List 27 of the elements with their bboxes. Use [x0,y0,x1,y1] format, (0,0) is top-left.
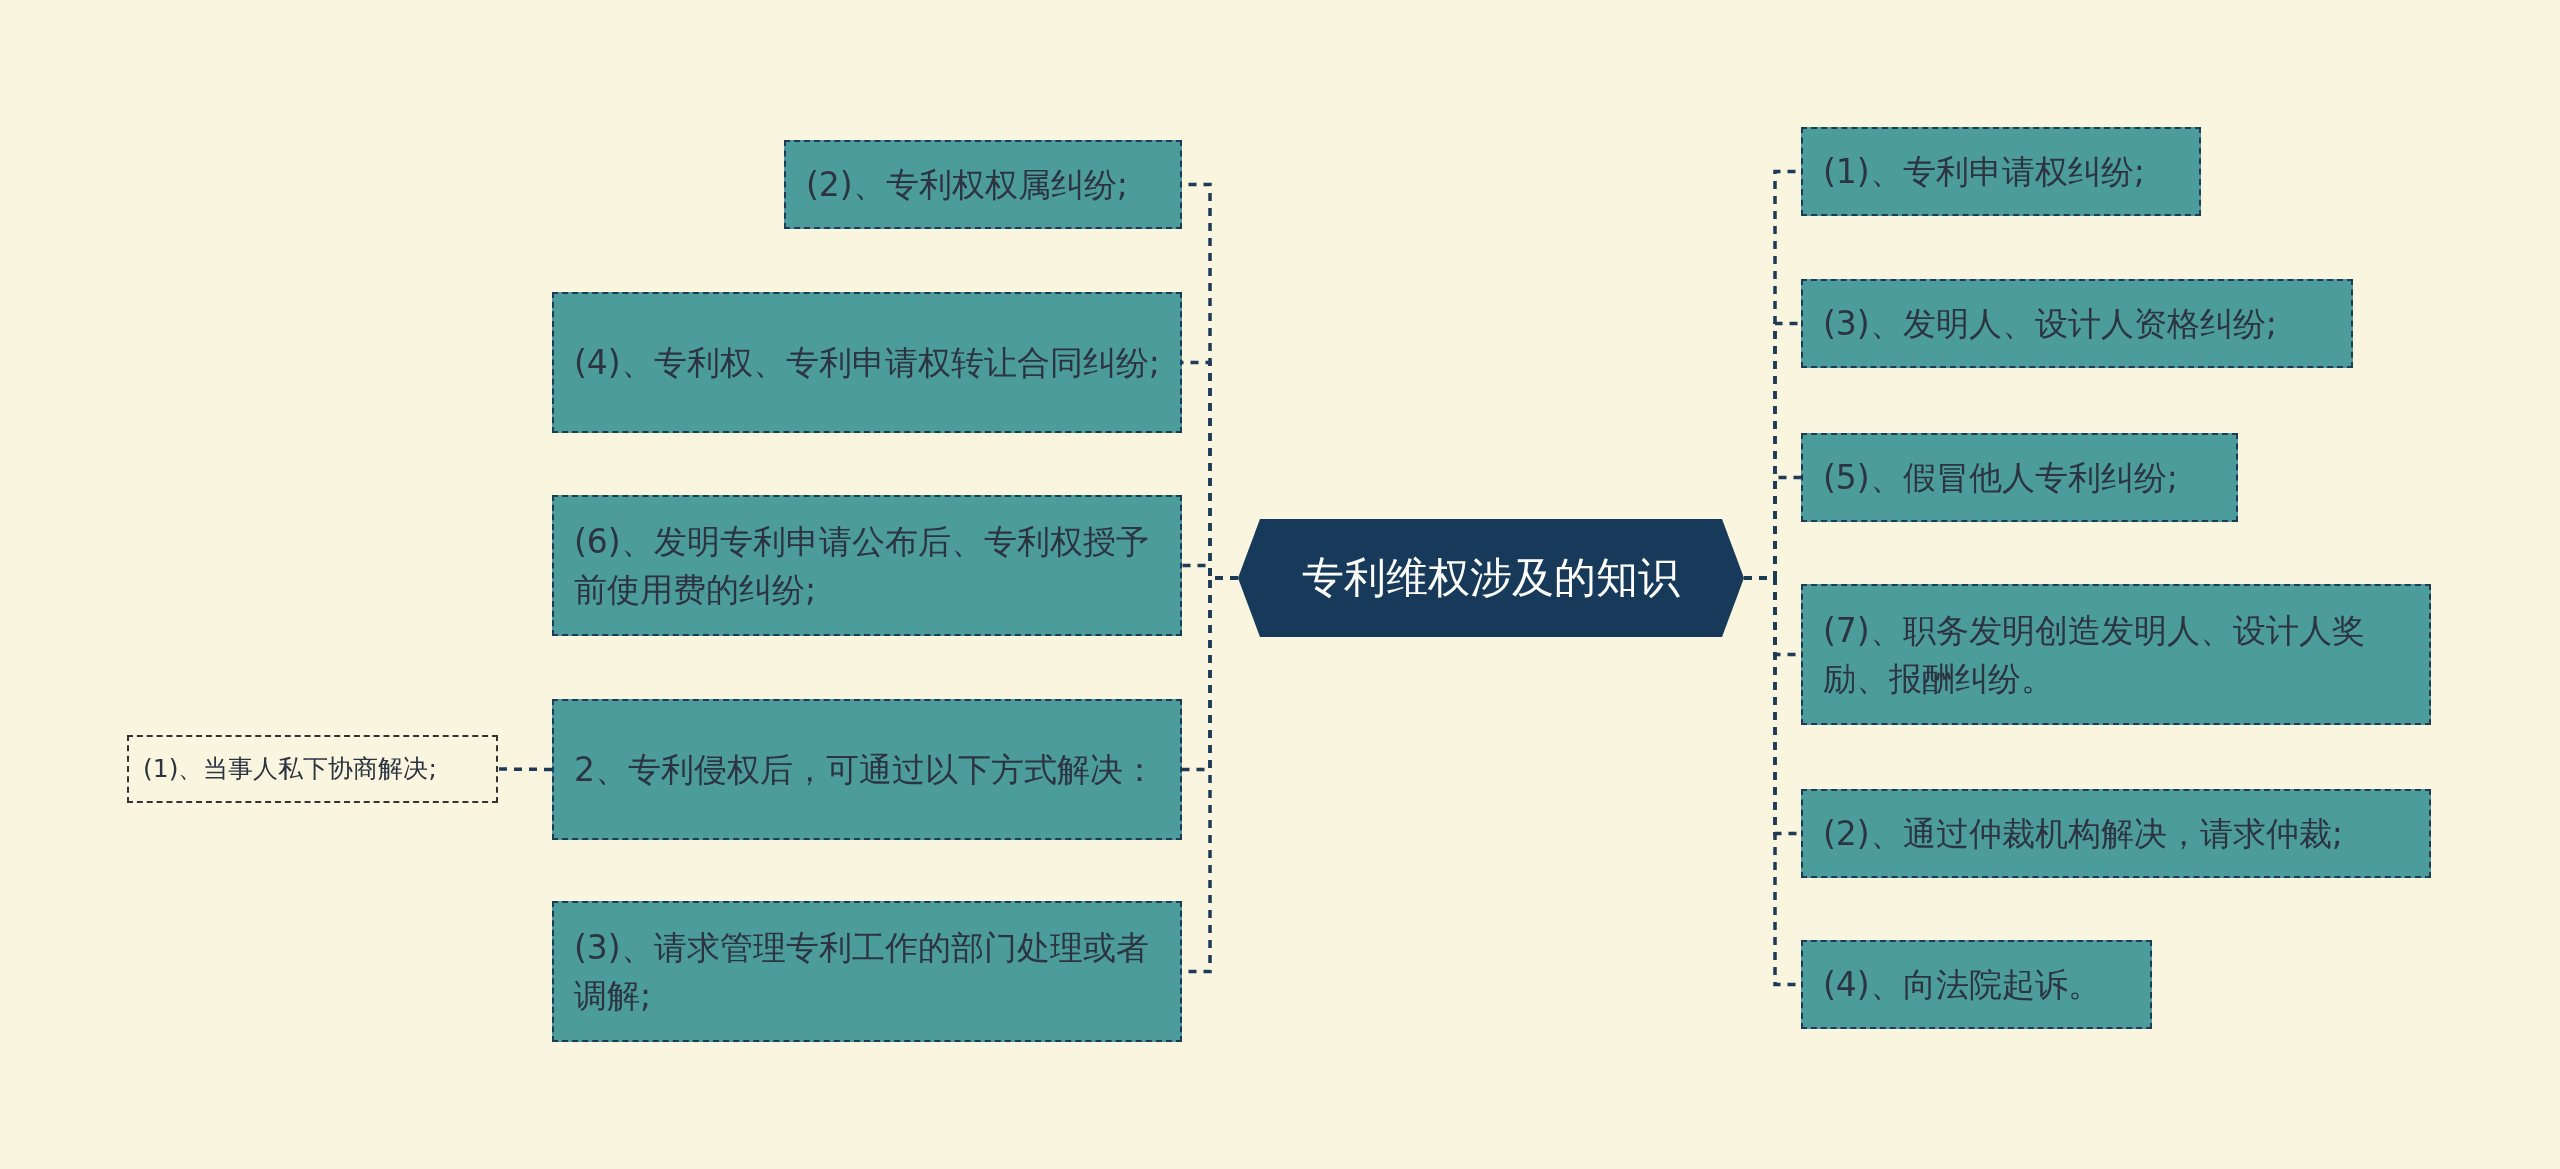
topic-text: (2)、通过仲裁机构解决，请求仲裁; [1822,812,2344,855]
topic-text: (4)、专利权、专利申请权转让合同纠纷; [573,341,1161,384]
topic-box [552,495,1182,636]
topic-text: (1)、当事人私下协商解决; [142,752,438,785]
topic-text: 专利维权涉及的知识 [1301,551,1681,604]
topic-box [784,140,1182,229]
topic-box [1801,940,2152,1029]
topic-box [552,292,1182,433]
topic-box [552,901,1182,1042]
topic-text: (3)、请求管理专利工作的部门处理或者调解; [573,926,1150,1017]
topic-box [1801,433,2238,522]
topic-box [1801,789,2431,878]
topic-text: (7)、职务发明创造发明人、设计人奖励、报酬纠纷。 [1822,609,2366,700]
topic-box [1801,127,2201,216]
central-topic-hexagon [1238,519,1744,637]
topic-text: (3)、发明人、设计人资格纠纷; [1822,302,2278,345]
topic-text: 2、专利侵权后，可通过以下方式解决： [573,748,1157,791]
topic-text: (6)、发明专利申请公布后、专利权授予前使用费的纠纷; [573,520,1150,611]
subtopic-box [127,735,498,803]
topic-box [552,699,1182,840]
topic-box [1801,584,2431,725]
topic-text: (1)、专利申请权纠纷; [1822,150,2146,193]
topic-text: (4)、向法院起诉。 [1822,963,2102,1006]
connector-line [498,767,552,772]
topic-text: (5)、假冒他人专利纠纷; [1822,456,2179,499]
topic-text: (2)、专利权权属纠纷; [805,163,1129,206]
topic-box [1801,279,2353,368]
